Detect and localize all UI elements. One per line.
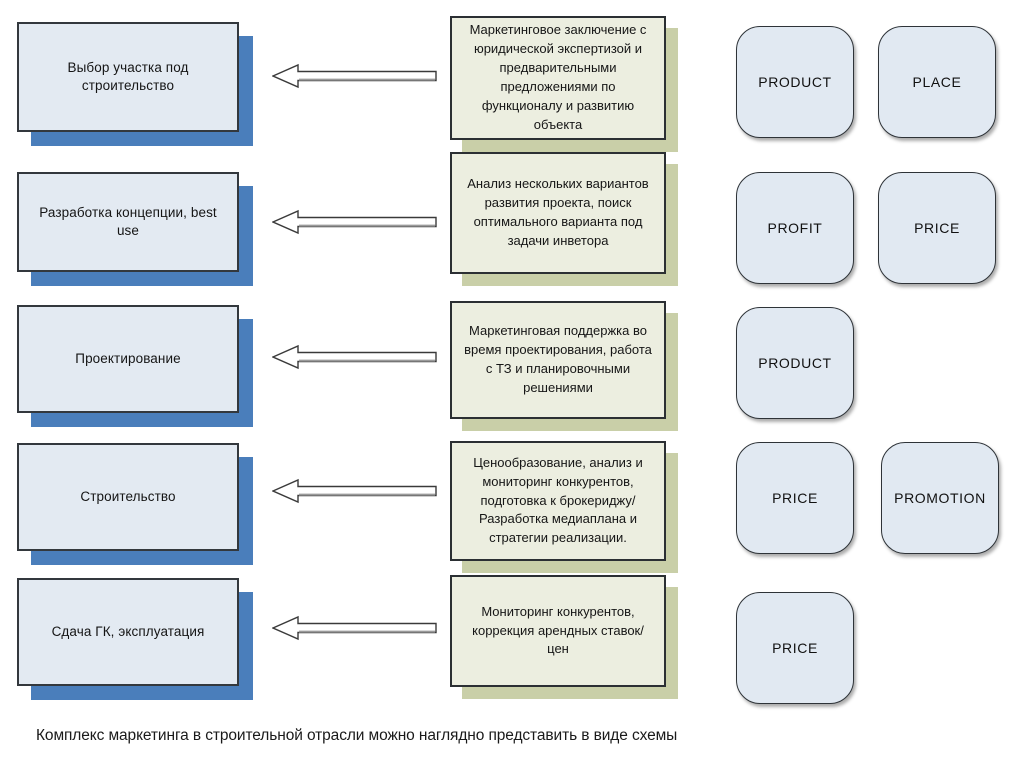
mix-card-price-2[interactable]: PRICE <box>736 442 854 554</box>
arrow-left-5-icon <box>272 615 437 641</box>
note-card-1-label: Маркетинговое заключение с юридической э… <box>469 22 647 132</box>
stage-card-2-box[interactable]: Разработка концепции, best use <box>17 172 239 272</box>
note-card-2-label: Анализ нескольких вариантов развития про… <box>467 176 649 248</box>
stage-card-1-label: Выбор участка под строительство <box>67 60 189 93</box>
arrow-left-1-icon <box>272 63 437 89</box>
note-card-5-label: Мониторинг конкурентов, коррекция арендн… <box>472 603 644 657</box>
mix-card-price-2-label: PRICE <box>772 490 818 506</box>
note-card-2-box[interactable]: Анализ нескольких вариантов развития про… <box>450 152 666 274</box>
mix-card-price-3[interactable]: PRICE <box>736 592 854 704</box>
mix-card-profit-label: PROFIT <box>767 220 823 236</box>
note-card-5-box[interactable]: Мониторинг конкурентов, коррекция арендн… <box>450 575 666 687</box>
mix-card-price-1-label: PRICE <box>914 220 960 236</box>
note-card-1[interactable]: Маркетинговое заключение с юридической э… <box>450 16 678 152</box>
stage-card-3-box[interactable]: Проектирование <box>17 305 239 413</box>
diagram-caption: Комплекс маркетинга в строительной отрас… <box>36 727 678 744</box>
arrow-left-4-icon <box>272 478 437 504</box>
mix-card-product-1-label: PRODUCT <box>758 74 832 90</box>
note-card-4-label: Ценообразование, анализ и мониторинг кон… <box>473 454 643 546</box>
mix-card-profit[interactable]: PROFIT <box>736 172 854 284</box>
note-card-1-box[interactable]: Маркетинговое заключение с юридической э… <box>450 16 666 140</box>
stage-card-5-box[interactable]: Сдача ГК, эксплуатация <box>17 578 239 686</box>
stage-card-5-label: Сдача ГК, эксплуатация <box>51 624 205 640</box>
note-card-4-box[interactable]: Ценообразование, анализ и мониторинг кон… <box>450 441 666 561</box>
note-card-3-label: Маркетинговая поддержка во время проекти… <box>464 323 652 395</box>
note-card-2[interactable]: Анализ нескольких вариантов развития про… <box>450 152 678 286</box>
mix-card-product-2-label: PRODUCT <box>758 355 832 371</box>
stage-card-3-label: Проектирование <box>75 351 181 367</box>
mix-card-price-3-label: PRICE <box>772 640 818 656</box>
note-card-3-box[interactable]: Маркетинговая поддержка во время проекти… <box>450 301 666 419</box>
mix-card-product-1[interactable]: PRODUCT <box>736 26 854 138</box>
stage-card-4-label: Строительство <box>80 489 176 505</box>
note-card-5[interactable]: Мониторинг конкурентов, коррекция арендн… <box>450 575 678 699</box>
arrow-left-2-icon <box>272 209 437 235</box>
stage-card-5[interactable]: Сдача ГК, эксплуатация <box>17 578 253 700</box>
mix-card-place[interactable]: PLACE <box>878 26 996 138</box>
stage-card-1[interactable]: Выбор участка под строительство <box>17 22 253 146</box>
stage-card-4[interactable]: Строительство <box>17 443 253 565</box>
mix-card-place-label: PLACE <box>912 74 962 90</box>
stage-card-3[interactable]: Проектирование <box>17 305 253 427</box>
mix-card-promotion-label: PROMOTION <box>894 490 986 506</box>
arrow-left-3-icon <box>272 344 437 370</box>
stage-card-1-box[interactable]: Выбор участка под строительство <box>17 22 239 132</box>
mix-card-product-2[interactable]: PRODUCT <box>736 307 854 419</box>
stage-card-2-label: Разработка концепции, best use <box>39 205 217 238</box>
stage-card-2[interactable]: Разработка концепции, best use <box>17 172 253 286</box>
mix-card-promotion[interactable]: PROMOTION <box>881 442 999 554</box>
note-card-4[interactable]: Ценообразование, анализ и мониторинг кон… <box>450 441 678 573</box>
stage-card-4-box[interactable]: Строительство <box>17 443 239 551</box>
note-card-3[interactable]: Маркетинговая поддержка во время проекти… <box>450 301 678 431</box>
mix-card-price-1[interactable]: PRICE <box>878 172 996 284</box>
